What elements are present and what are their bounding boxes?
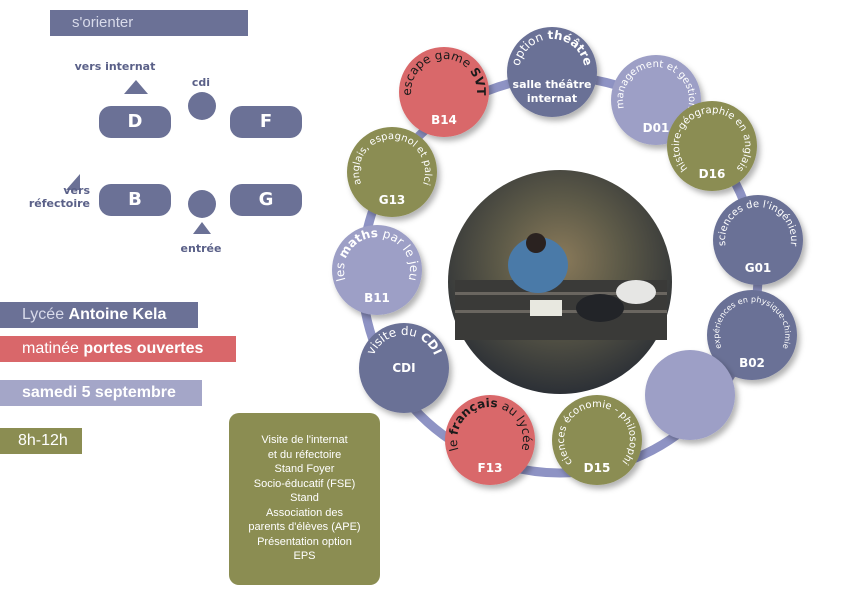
school-prefix: Lycée: [22, 306, 69, 323]
room-f: F: [230, 106, 302, 138]
arrow-refectoire-icon: [66, 174, 80, 190]
arrow-up-icon: [193, 222, 211, 234]
station-room-code: B02: [739, 356, 765, 370]
info-line: Stand: [290, 492, 319, 504]
cdi-marker: [188, 92, 216, 120]
station-circle: [332, 225, 422, 315]
date-bar: samedi 5 septembre: [0, 380, 202, 406]
station-room-code: D01: [643, 121, 670, 135]
station-circle: [359, 323, 449, 413]
event-prefix: matinée: [22, 340, 84, 357]
station-empty: [645, 350, 735, 440]
school-name: Antoine Kela: [68, 306, 167, 323]
station-circle: [667, 101, 757, 191]
info-line: Association des: [265, 506, 344, 519]
school-name-bar: Lycée Antoine Kela: [0, 302, 198, 328]
room-d: D: [99, 106, 171, 138]
station-room-code: G13: [379, 193, 406, 207]
label-vers-internat: vers internat: [74, 60, 156, 73]
info-line: Présentation option: [257, 535, 352, 548]
label-cdi: cdi: [191, 76, 211, 89]
info-line: Socio-éducatif (FSE): [253, 477, 356, 490]
label-entree: entrée: [180, 242, 222, 255]
label-vers-refectoire: vers réfectoire: [28, 184, 90, 210]
arrow-up-icon: [124, 80, 148, 94]
station-circle: [713, 195, 803, 285]
entree-marker: [188, 190, 216, 218]
station-circle: [347, 127, 437, 217]
station-circle: [707, 290, 797, 380]
station-room-code: B11: [364, 291, 390, 305]
info-line: Stand Foyer: [274, 463, 335, 475]
info-line: EPS: [293, 550, 316, 562]
station-circle: [399, 47, 489, 137]
hours-bar: 8h-12h: [0, 428, 82, 454]
station-circle: [645, 350, 735, 440]
orient-title: s'orienter: [50, 10, 248, 36]
photo: [448, 170, 672, 394]
info-line: et du réfectoire: [267, 448, 342, 461]
station-circle: [507, 27, 597, 117]
room-g: G: [230, 184, 302, 216]
station-room-code: G01: [745, 261, 772, 275]
station-room-code: D16: [699, 167, 726, 181]
station-room-code: F13: [478, 461, 503, 475]
station-room-code: B14: [431, 113, 457, 127]
event-name: portes ouvertes: [83, 340, 204, 357]
station-room-code: D15: [584, 461, 611, 475]
station-circle: [552, 395, 642, 485]
room-b: B: [99, 184, 171, 216]
station-circle: [445, 395, 535, 485]
station-room-code: CDI: [392, 361, 415, 375]
info-line: Visite de l'internat: [261, 434, 348, 446]
event-bar: matinée portes ouvertes: [0, 336, 236, 362]
info-line: parents d'élèves (APE): [248, 521, 361, 533]
